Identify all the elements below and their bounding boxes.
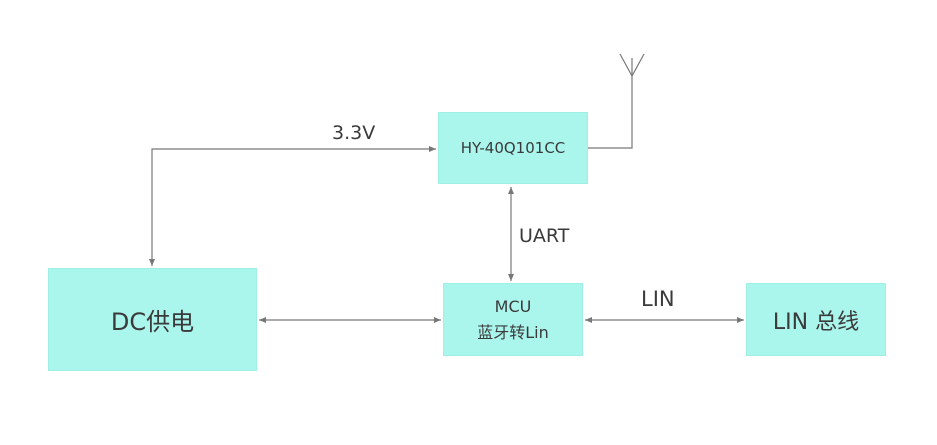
dc-power-label: DC供电: [110, 308, 195, 336]
power-line: [149, 146, 436, 266]
bluetooth-module-label: HY-40Q101CC: [460, 139, 566, 157]
power-voltage-label: 3.3V: [332, 122, 376, 144]
uart-label: UART: [519, 225, 570, 247]
lin-label: LIN: [641, 287, 675, 311]
lin-bus-label: LIN 总线: [772, 309, 860, 335]
mcu-label: MCU: [494, 296, 532, 316]
antenna-icon: [588, 53, 645, 149]
mcu-sublabel: 蓝牙转Lin: [477, 322, 549, 342]
mcu-box: MCU 蓝牙转Lin: [443, 283, 583, 356]
dc-power-box: DC供电: [48, 268, 257, 371]
lin-bus-box: LIN 总线: [746, 283, 886, 356]
bluetooth-module-box: HY-40Q101CC: [438, 112, 588, 184]
